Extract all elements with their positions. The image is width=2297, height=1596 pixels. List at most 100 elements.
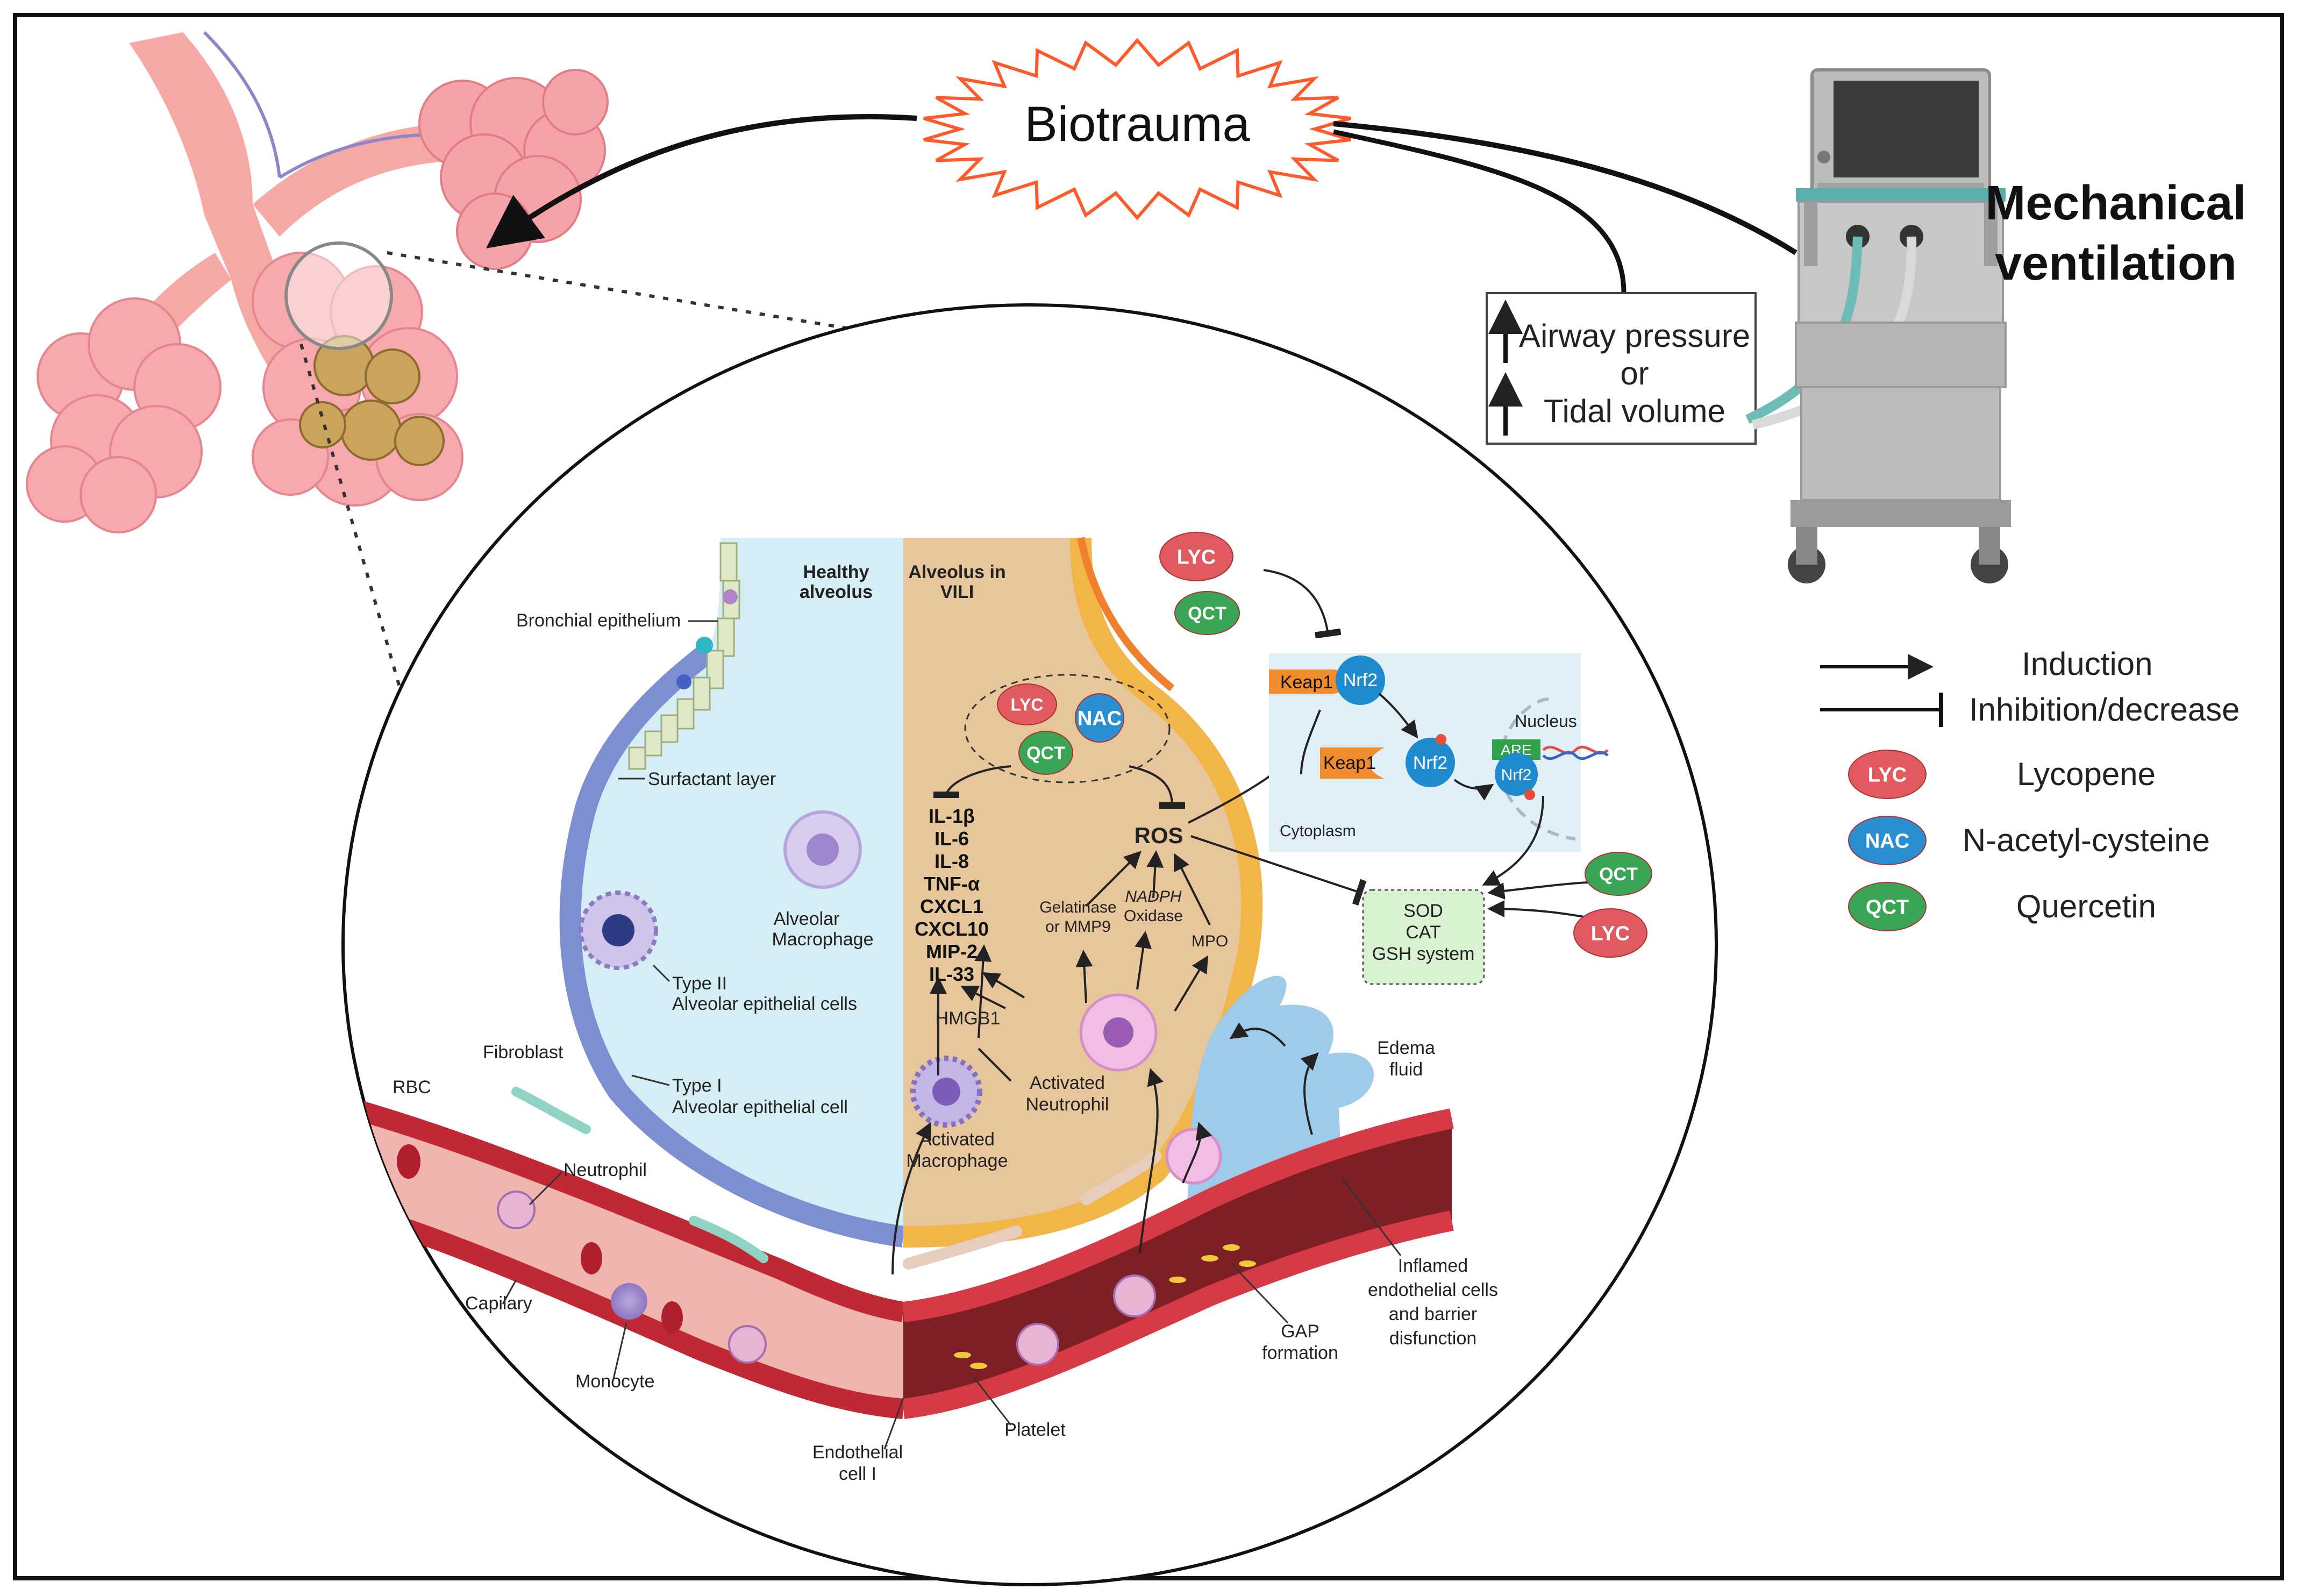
type1-label-1: Type I bbox=[672, 1075, 722, 1096]
vili-pill-nac-text: NAC bbox=[1078, 708, 1122, 730]
airway-pressure-box: Airway pressure or Tidal volume bbox=[1486, 292, 1757, 445]
keap1-label-2: Keap1 bbox=[1323, 753, 1376, 773]
airway-pressure-text: Airway pressure bbox=[1519, 318, 1750, 354]
bronchial-epithelium-cells bbox=[628, 542, 740, 770]
ros-label: ROS bbox=[1134, 823, 1183, 848]
nrf2-circle-1 bbox=[1336, 656, 1385, 705]
path-pill-qct: QCT bbox=[1174, 591, 1240, 635]
vili-title-2: VILI bbox=[940, 582, 974, 602]
path-pill-lyc: LYC bbox=[1159, 532, 1233, 581]
path-pill-qct-text: QCT bbox=[1188, 603, 1226, 624]
cytokine-6: MIP-2 bbox=[926, 940, 978, 963]
act-macrophage-2: Macrophage bbox=[906, 1151, 1008, 1171]
sod-label: SOD bbox=[1403, 901, 1443, 921]
alv-macrophage-1: Alveolar bbox=[774, 909, 840, 929]
ventilation-title: ventilation bbox=[1995, 237, 2237, 290]
vili-pill-lyc-text: LYC bbox=[1010, 695, 1043, 714]
cytokine-1: IL-6 bbox=[935, 828, 969, 850]
cat-label: CAT bbox=[1406, 922, 1440, 943]
inflamed-label-1: Inflamed bbox=[1398, 1256, 1468, 1276]
fibroblast-label: Fibroblast bbox=[483, 1042, 563, 1063]
circle-labels: Healthy alveolus Alveolus in VILI Bronch… bbox=[393, 562, 1498, 1484]
vili-wall bbox=[903, 537, 1263, 1248]
act-neutrophil-2: Neutrophil bbox=[1026, 1094, 1109, 1115]
path-pill-lyc-text: LYC bbox=[1177, 546, 1216, 569]
type2-label-1: Type II bbox=[672, 973, 727, 994]
cytoplasm-label: Cytoplasm bbox=[1280, 822, 1356, 840]
cytokine-7: IL-33 bbox=[929, 963, 974, 985]
legend-inhibition: Inhibition/decrease bbox=[1969, 692, 2240, 728]
legend: Induction Inhibition/decrease LYC Lycopen… bbox=[1820, 646, 2240, 931]
healthy-title-1: Healthy bbox=[803, 562, 869, 582]
gsh-label: GSH system bbox=[1372, 944, 1475, 964]
platelets bbox=[954, 1244, 1256, 1369]
vent-to-box-line bbox=[1333, 129, 1627, 294]
hmgb1-label: HMGB1 bbox=[936, 1008, 1001, 1029]
act-neutrophil-1: Activated bbox=[1030, 1073, 1105, 1093]
nrf2-label-1: Nrf2 bbox=[1343, 670, 1378, 690]
lung-illustration bbox=[26, 31, 609, 533]
nucleus-label: Nucleus bbox=[1515, 711, 1577, 731]
biotrauma-burst: Biotrauma bbox=[923, 38, 1351, 220]
legend-pill-qct: QCT bbox=[1848, 882, 1927, 931]
rbc-cell bbox=[397, 1144, 420, 1179]
nrf2-circle-2 bbox=[1406, 738, 1455, 787]
legend-pill-nac-text: NAC bbox=[1865, 830, 1909, 853]
edema-label-1: Edema bbox=[1377, 1038, 1435, 1058]
cytokine-2: IL-8 bbox=[935, 850, 969, 872]
bronchial-label: Bronchial epithelium bbox=[516, 610, 681, 631]
type1-label-2: Alveolar epithelial cell bbox=[672, 1097, 848, 1117]
keap1-label-1: Keap1 bbox=[1280, 672, 1333, 693]
platelet-label: Platelet bbox=[1004, 1420, 1066, 1440]
legend-pill-qct-text: QCT bbox=[1866, 896, 1909, 919]
path-pill-qct-2-text: QCT bbox=[1599, 864, 1638, 885]
vili-pill-nac: NAC bbox=[1075, 693, 1124, 743]
neutrophil-cell bbox=[497, 1191, 536, 1229]
type1-epithelial-wall bbox=[559, 642, 905, 1248]
cytokine-3: TNF-α bbox=[924, 873, 980, 895]
capilary-label: Capilary bbox=[465, 1293, 532, 1314]
antioxidant-box: SOD CAT GSH system bbox=[1362, 889, 1485, 985]
antioxidant-cluster bbox=[964, 674, 1171, 783]
act-macrophage-1: Activated bbox=[919, 1129, 995, 1150]
leader-lines bbox=[502, 620, 1402, 1450]
legend-pill-lyc-text: LYC bbox=[1868, 764, 1907, 787]
nrf2-circle-3 bbox=[1495, 753, 1538, 796]
legend-induction: Induction bbox=[2022, 646, 2153, 682]
nadph-2: Oxidase bbox=[1124, 907, 1183, 925]
monocyte-cell bbox=[611, 1283, 647, 1320]
fibroblast-cell bbox=[511, 1087, 591, 1134]
pathway-panel: Nucleus Cytoplasm Keap1 Nrf2 Keap1 Nrf2 … bbox=[1269, 653, 1609, 852]
gelatinase-2: or MMP9 bbox=[1045, 918, 1111, 936]
gelatinase-1: Gelatinase bbox=[1039, 899, 1116, 916]
biotrauma-label: Biotrauma bbox=[1024, 97, 1250, 152]
surfactant-label: Surfactant layer bbox=[648, 769, 776, 789]
ventilator-illustration bbox=[1745, 68, 2011, 583]
or-text: or bbox=[1620, 355, 1649, 391]
vili-pill-qct-text: QCT bbox=[1026, 743, 1065, 764]
cytokine-4: CXCL1 bbox=[920, 895, 983, 917]
endothelial-label-2: cell I bbox=[839, 1464, 876, 1484]
vili-title-1: Alveolus in bbox=[908, 562, 1005, 582]
legend-pill-lyc: LYC bbox=[1848, 750, 1927, 799]
tidal-volume-text: Tidal volume bbox=[1544, 393, 1725, 429]
neutrophil-label: Neutrophil bbox=[563, 1160, 647, 1180]
capillary-healthy bbox=[344, 1108, 903, 1409]
gap-label-1: GAP bbox=[1281, 1321, 1319, 1342]
vili-pill-lyc: LYC bbox=[997, 683, 1057, 725]
cytokine-0: IL-1β bbox=[929, 805, 975, 827]
inflamed-label-3: and barrier bbox=[1389, 1304, 1477, 1324]
path-pill-lyc-2: LYC bbox=[1573, 908, 1647, 958]
legend-name-qct: Quercetin bbox=[2016, 888, 2156, 924]
rbc-label: RBC bbox=[393, 1077, 431, 1098]
legend-name-nac: N-acetyl-cysteine bbox=[1963, 822, 2210, 858]
outer-frame bbox=[13, 13, 2284, 1580]
cytokine-5: CXCL10 bbox=[915, 918, 989, 940]
edema-label-2: fluid bbox=[1389, 1059, 1423, 1080]
healthy-title-2: alveolus bbox=[800, 582, 873, 602]
legend-name-lyc: Lycopene bbox=[2017, 756, 2156, 792]
endothelial-label-1: Endothelial bbox=[812, 1442, 903, 1463]
